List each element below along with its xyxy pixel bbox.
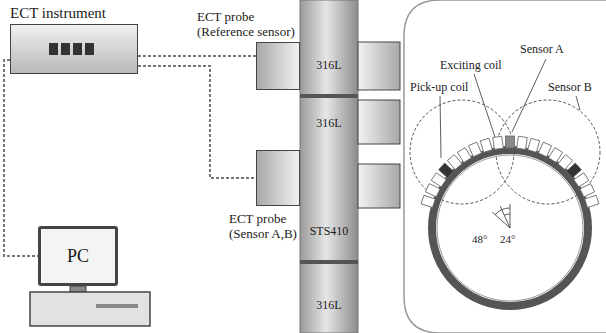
probe-body	[358, 100, 400, 144]
instrument-label: ECT instrument	[10, 4, 138, 22]
pipe-ring	[432, 150, 588, 306]
angle-label: 48°	[472, 232, 487, 246]
angle-arc	[504, 214, 510, 215]
exciting-coil	[574, 173, 589, 187]
exciting-coil	[457, 148, 471, 163]
display-panel	[11, 25, 121, 71]
display-digit	[73, 43, 82, 55]
drive-slot	[96, 304, 138, 308]
part-label: Exciting coil	[440, 58, 502, 72]
sensor-area	[496, 100, 600, 204]
cable	[138, 55, 256, 57]
display-digit	[61, 43, 70, 55]
exciting-coil	[585, 195, 599, 207]
inset-border	[404, 0, 606, 333]
angle-arc	[495, 208, 510, 215]
material-label: 316L	[300, 58, 358, 72]
angle-line	[492, 212, 510, 228]
leader-line	[512, 59, 546, 132]
angle-label: 24°	[500, 232, 515, 246]
material-label: STS410	[300, 224, 358, 238]
display-digit	[49, 43, 58, 55]
probe-label: ECT probe (Sensor A,B)	[229, 211, 313, 241]
exciting-coil	[421, 195, 435, 207]
sensor-area	[410, 100, 514, 204]
exciting-coil	[506, 136, 515, 148]
exciting-coil	[468, 142, 481, 157]
probe-body	[358, 164, 400, 208]
exciting-coil	[493, 136, 504, 149]
instrument-box: ECT instrument	[10, 4, 138, 74]
pc-label: PC	[67, 246, 89, 266]
display-digit	[85, 43, 94, 55]
weld-band	[300, 94, 358, 98]
probe-box: ECT probe (Reference sensor)	[256, 42, 300, 90]
leader-line	[576, 96, 580, 110]
exciting-coil	[538, 142, 551, 157]
leader-line	[440, 96, 441, 158]
cable	[4, 60, 38, 256]
material-label: 316L	[300, 116, 358, 130]
probe-label: ECT probe (Reference sensor)	[197, 9, 301, 39]
pipe-ring-inner	[437, 155, 583, 301]
pc-monitor: PC	[38, 226, 118, 286]
part-label: Sensor B	[548, 80, 592, 94]
exciting-coil	[480, 138, 492, 152]
material-label: 316L	[300, 298, 358, 312]
part-label: Pick-up coil	[410, 80, 468, 94]
probe-body	[358, 42, 400, 90]
part-label: Sensor A	[520, 42, 564, 56]
weld-band	[300, 260, 358, 264]
exciting-coil	[425, 184, 440, 197]
pc-stand	[70, 286, 86, 292]
exciting-coil	[517, 136, 528, 149]
leader-line	[474, 74, 495, 137]
exciting-coil	[580, 184, 595, 197]
cable	[138, 66, 256, 178]
cross-section	[410, 59, 600, 306]
pipe	[300, 0, 358, 333]
exciting-coil	[528, 138, 540, 152]
instrument-body	[10, 24, 138, 74]
probe-box: ECT probe (Sensor A,B)	[256, 150, 300, 206]
pc-base	[30, 292, 150, 326]
